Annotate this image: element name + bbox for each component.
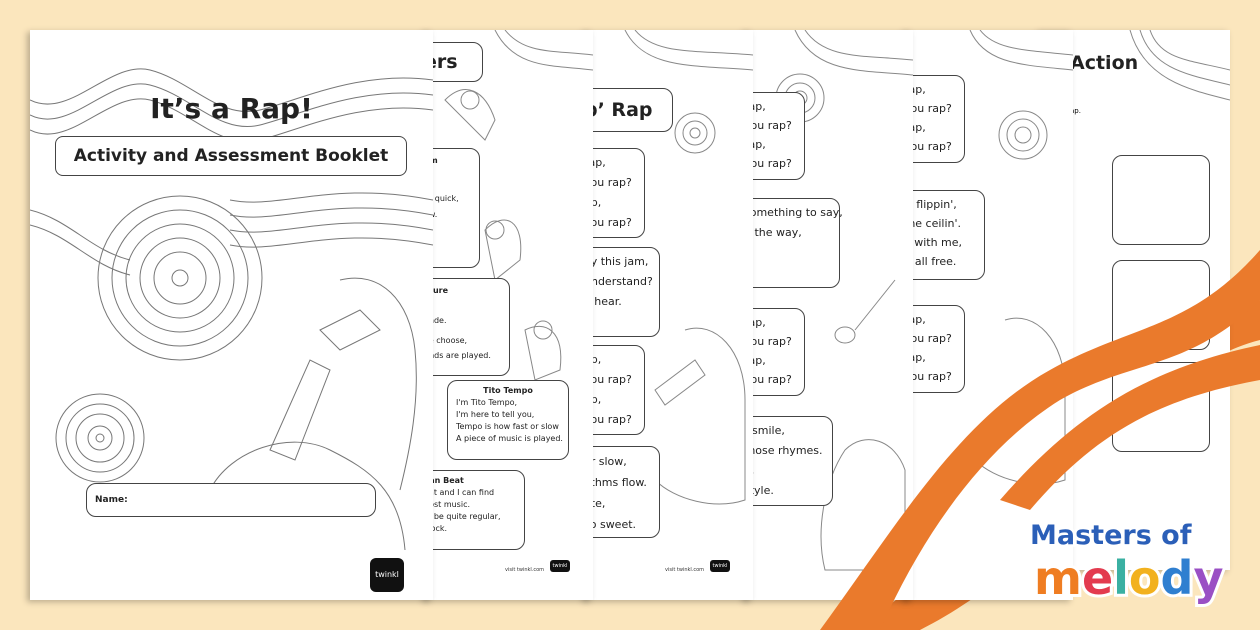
lyric-box-2: oy this jam,understand?o hear. (585, 247, 660, 337)
lyric-box-4: or slow,ythms flow.ete,so sweet. (585, 446, 660, 538)
lyric-box-3: rap,you rap?rap,you rap? (905, 305, 965, 393)
name-field[interactable]: Name: (86, 483, 376, 517)
logo-letter: d (1158, 548, 1197, 608)
lyric-box-1: rap,you rap?rap,you rap? (745, 92, 805, 180)
logo-letter: o (1126, 548, 1164, 608)
cover-subtitle: Activity and Assessment Booklet (55, 136, 407, 176)
twinkl-logo: twinkl (870, 560, 890, 572)
page-lyrics-5: rap,you rap?rap,you rap? is flippin',the… (905, 30, 1073, 600)
answer-box-3[interactable] (1112, 362, 1210, 452)
page-decoration (624, 30, 753, 505)
page-lyrics-4: rap,you rap?rap,you rap? something to sa… (745, 30, 913, 600)
logo-letter: e (1079, 548, 1116, 608)
evan-beat-box: van Beat eat and I can find nost music. … (425, 470, 525, 550)
swirl-lines (1129, 30, 1230, 101)
cover-page: It’s a Rap! Activity and Assessment Book… (30, 30, 433, 600)
page-subtext: ap. (1070, 107, 1081, 115)
answer-box-1[interactable] (1112, 155, 1210, 245)
page-title: p’ Rap (585, 88, 673, 132)
lyric-box-1: rap,you rap?ap,you rap? (585, 148, 645, 238)
footer-url: visit twinkl.com (505, 567, 545, 573)
lyric-box-4: r smile,those rhymes.e,style. (745, 416, 833, 506)
twinkl-logo: twinkl (550, 560, 570, 572)
footer-url: visit twinkl.com (665, 567, 705, 573)
cover-title: It’s a Rap! (150, 92, 313, 125)
name-label: Name: (95, 495, 128, 505)
twinkl-logo: twinkl (710, 560, 730, 572)
character-box-1: amer quick,ow. (425, 148, 480, 268)
logo-letter: m (1031, 548, 1085, 608)
twinkl-logo: twinkl (370, 558, 404, 592)
logo-melody-text: melody (1031, 548, 1226, 608)
lyric-box-1: rap,you rap?rap,you rap? (905, 75, 965, 163)
page-title: Action (1070, 52, 1139, 74)
lyric-box-3: ap,you rap?ap,you rap? (585, 345, 645, 435)
page-rap: p’ Rap rap,you rap?ap,you rap? oy this j… (585, 30, 753, 600)
page-title: ers (425, 42, 483, 82)
logo-letter: l (1110, 548, 1132, 608)
tito-tempo-box: Tito Tempo I'm Tito Tempo, I'm here to t… (447, 380, 569, 460)
logo-letter: y (1190, 548, 1226, 608)
logo-line1: Masters of (1027, 518, 1193, 554)
answer-box-2[interactable] (1112, 260, 1210, 350)
lyric-box-2: something to say,d the way,. (745, 198, 843, 288)
lyric-box-2: is flippin',the ceilin'.o with me,it all… (905, 190, 985, 280)
masters-of-melody-logo: Masters of melody (1027, 518, 1255, 620)
lyric-box-3: rap,you rap?rap,you rap? (745, 308, 805, 396)
page-decoration (444, 30, 593, 381)
logo-line2: melody (1031, 548, 1226, 608)
cover-decoration (30, 68, 433, 551)
